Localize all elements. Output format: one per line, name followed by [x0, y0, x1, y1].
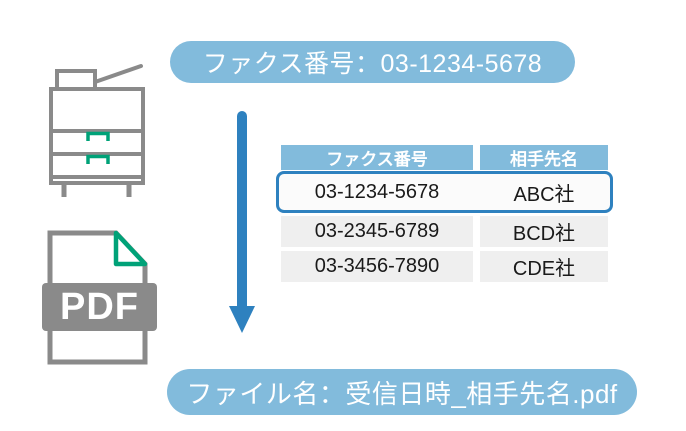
down-arrow-icon [229, 111, 255, 333]
pdf-label-banner: PDF [42, 283, 157, 331]
cell-recipient: BCD社 [480, 216, 608, 247]
table-row: 03-2345-6789 BCD社 [281, 216, 608, 247]
file-name-banner-label: ファイル名：受信日時_相手先名.pdf [186, 378, 618, 409]
table-row-selected: 03-1234-5678 ABC社 [276, 171, 613, 213]
pdf-label: PDF [60, 285, 139, 328]
fax-number-banner-label: ファクス番号：03-1234-5678 [202, 50, 543, 78]
fax-directory-table: ファクス番号 相手先名 03-1234-5678 ABC社 03-2345-67… [276, 145, 613, 282]
file-name-banner: ファイル名：受信日時_相手先名.pdf [167, 369, 637, 415]
fax-machine-icon [49, 64, 145, 197]
table-header-recipient: 相手先名 [480, 145, 608, 170]
cell-recipient: CDE社 [480, 251, 608, 282]
table-row: 03-3456-7890 CDE社 [281, 251, 608, 282]
cell-fax-number: 03-3456-7890 [281, 251, 473, 282]
table-header-fax-number: ファクス番号 [281, 145, 473, 170]
cell-recipient: ABC社 [513, 183, 575, 206]
fax-number-banner: ファクス番号：03-1234-5678 [170, 41, 575, 83]
cell-fax-number: 03-2345-6789 [281, 216, 473, 247]
cell-fax-number: 03-1234-5678 [314, 180, 440, 203]
table-header-row: ファクス番号 相手先名 [281, 145, 608, 170]
